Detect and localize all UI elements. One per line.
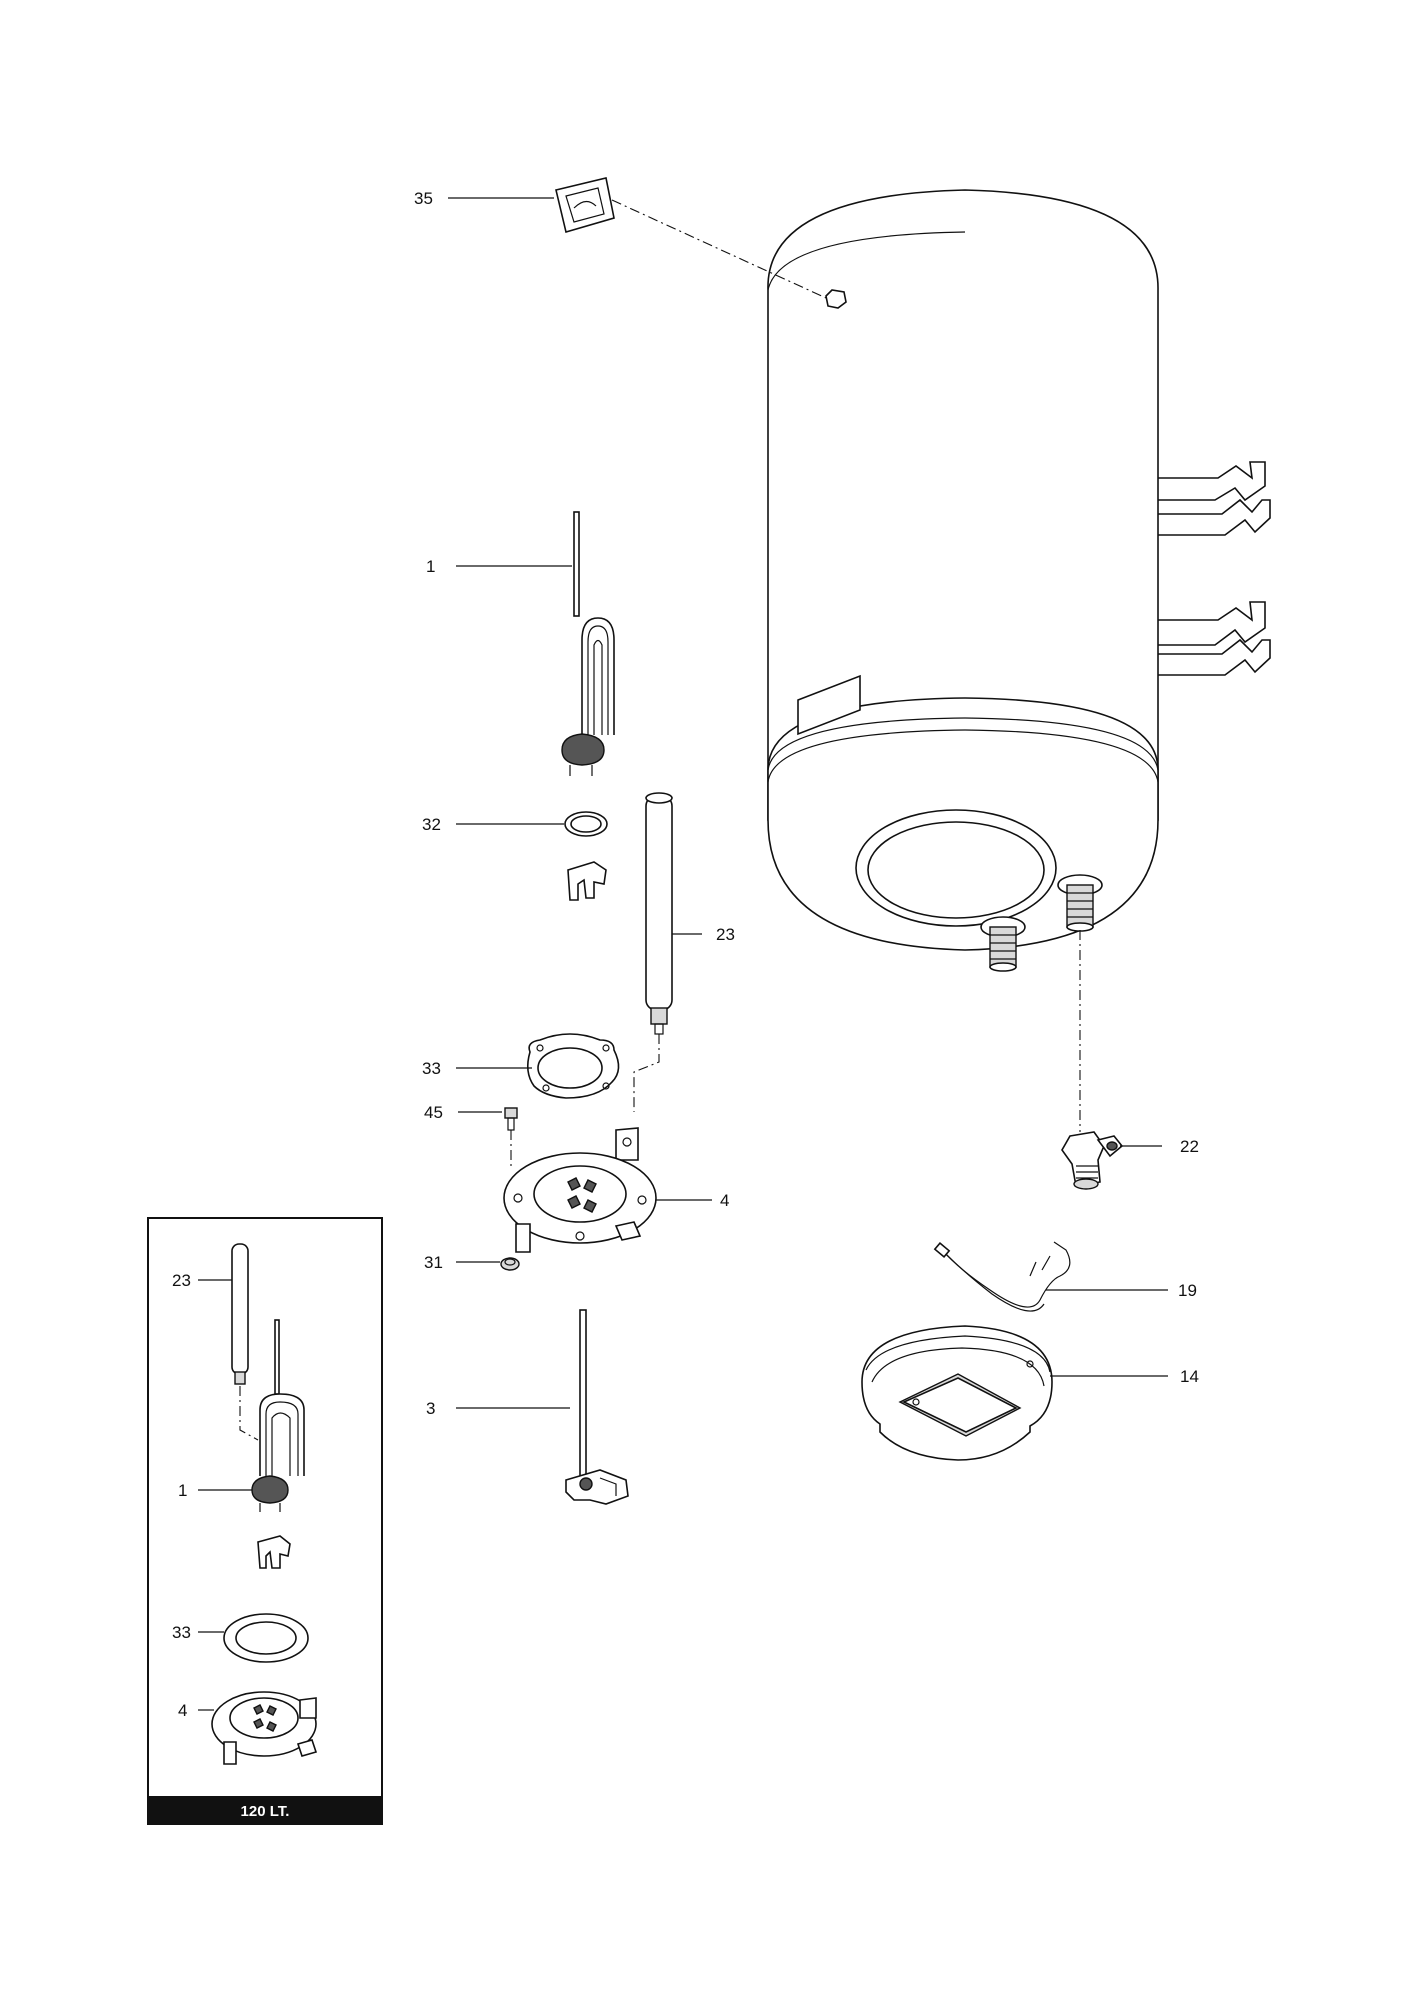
- part-32-o-ring: [564, 811, 608, 837]
- part-1-heating-element: [561, 511, 615, 776]
- inset-flange: [211, 1691, 318, 1765]
- callout-3: 3: [426, 1399, 435, 1418]
- callout-31: 31: [424, 1253, 443, 1272]
- part-22-safety-valve: [1061, 930, 1124, 1190]
- callout-1: 1: [426, 557, 435, 576]
- part-33-flange-gasket: [526, 1033, 620, 1099]
- callout-45: 45: [424, 1103, 443, 1122]
- inset-callout-23: 23: [172, 1271, 191, 1290]
- inset-title: 120 LT.: [241, 1803, 290, 1820]
- thermostat-bracket: [567, 861, 607, 901]
- part-31-nut: [500, 1257, 520, 1271]
- wall-bracket-lower: [1154, 601, 1271, 676]
- inset-120lt: 120 LT.: [147, 1217, 383, 1825]
- inset-callout-33: 33: [172, 1623, 191, 1642]
- part-19-wiring: [933, 1241, 1071, 1312]
- callout-33: 33: [422, 1059, 441, 1078]
- part-4-flange-plate: [503, 1127, 657, 1253]
- callout-labels: 35 1 32 23 33 45 4 31 3 22 19 14: [414, 189, 1199, 1418]
- part-45-screw: [504, 1107, 518, 1166]
- inset-callout-1: 1: [178, 1481, 187, 1500]
- inset-gasket: [223, 1613, 309, 1663]
- callout-22: 22: [1180, 1137, 1199, 1156]
- inset-callout-4: 4: [178, 1701, 187, 1720]
- inset-anode-rod: [231, 1243, 259, 1441]
- callout-35: 35: [414, 189, 433, 208]
- part-3-thermostat: [565, 1309, 629, 1505]
- inset-heating-element: [251, 1319, 305, 1512]
- callout-19: 19: [1178, 1281, 1197, 1300]
- callout-14: 14: [1180, 1367, 1199, 1386]
- outlet-pipe: [1057, 874, 1103, 932]
- leader-lines: [448, 197, 1168, 1409]
- part-14-bottom-cover: [861, 1325, 1053, 1461]
- part-35-cover: [555, 177, 827, 299]
- inlet-pipe: [980, 916, 1026, 972]
- callout-32: 32: [422, 815, 441, 834]
- inset-bracket: [257, 1535, 291, 1569]
- part-23-anode-rod: [633, 792, 673, 1112]
- callout-23: 23: [716, 925, 735, 944]
- callout-4: 4: [720, 1191, 729, 1210]
- wall-bracket-upper: [1154, 461, 1271, 536]
- water-heater-tank: [767, 189, 1271, 972]
